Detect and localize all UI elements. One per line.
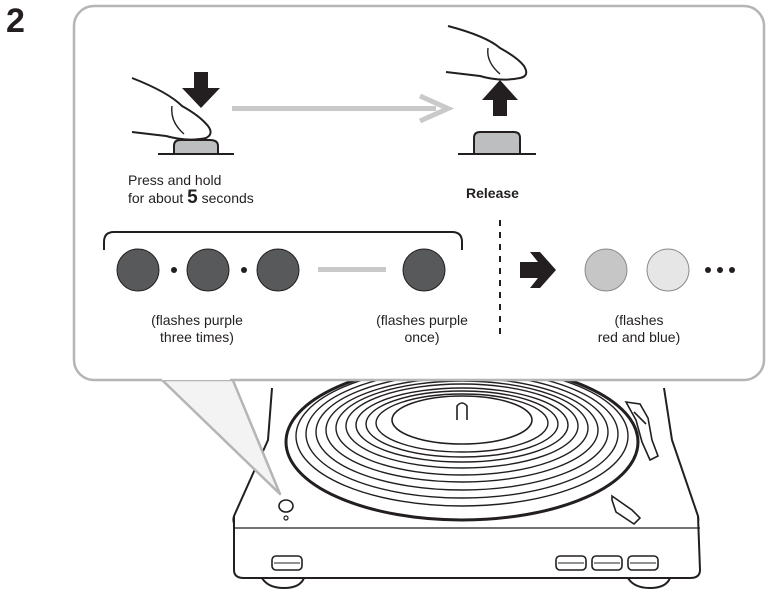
- caption-three-times-line2: three times): [160, 329, 234, 345]
- caption-red-blue-line1: (flashes: [614, 312, 664, 328]
- caption-three-times-line1: (flashes purple: [151, 312, 243, 328]
- red-flash: [584, 248, 628, 292]
- caption-three-times: (flashes purple three times): [132, 312, 262, 346]
- turntable-button: [278, 499, 294, 513]
- dot-separator: [171, 267, 177, 273]
- turntable-foot-right: [627, 577, 671, 590]
- press-down-arrow-icon: [182, 72, 220, 108]
- purple-flash-2: [186, 248, 230, 292]
- press-hold-line2: for about 5 seconds: [128, 187, 254, 208]
- release-up-arrow-icon: [482, 80, 518, 116]
- release-label: Release: [466, 185, 519, 201]
- pressed-button-icon: [173, 139, 219, 155]
- seconds-value: 5: [187, 187, 198, 208]
- callout-pointer: [158, 376, 282, 496]
- bracket: [103, 231, 463, 250]
- continuation-dot: [705, 267, 711, 273]
- release-illustration: [445, 25, 536, 155]
- finger-release-icon: [445, 25, 528, 81]
- turntable-spindle: [456, 402, 468, 420]
- continuation-dot: [717, 267, 723, 273]
- caption-red-blue-line2: red and blue): [597, 329, 681, 345]
- callout-box: [72, 4, 766, 382]
- step-number: 2: [6, 2, 25, 40]
- purple-flash-3: [256, 248, 300, 292]
- raised-button-icon: [473, 131, 521, 155]
- caption-once-line2: once): [404, 329, 440, 345]
- indicator-sequence: [103, 220, 735, 338]
- press-hold-line1: Press and hold: [128, 172, 222, 188]
- press-hold-instruction: Press and hold for about 5 seconds: [128, 172, 254, 207]
- callout-panel: [72, 4, 766, 496]
- blue-flash: [646, 248, 690, 292]
- press-hold-prefix: for about: [128, 190, 188, 206]
- continuation-dot: [729, 267, 735, 273]
- dot-separator: [241, 267, 247, 273]
- caption-once: (flashes purple once): [362, 312, 482, 346]
- turntable-indicator-light: [283, 515, 289, 521]
- purple-flash-1: [116, 248, 160, 292]
- purple-flash-once: [402, 248, 446, 292]
- press-hold-suffix: seconds: [197, 190, 254, 206]
- caption-once-line1: (flashes purple: [376, 312, 468, 328]
- caption-red-blue: (flashes red and blue): [574, 312, 704, 346]
- turntable: [232, 362, 702, 590]
- pause-bar: [318, 267, 386, 272]
- turntable-foot-left: [261, 577, 305, 590]
- arm-rest: [611, 494, 642, 526]
- tonearm: [624, 400, 660, 462]
- press-illustration: [131, 72, 234, 155]
- next-arrow-icon: [520, 252, 556, 288]
- progress-arrow-icon: [232, 93, 455, 124]
